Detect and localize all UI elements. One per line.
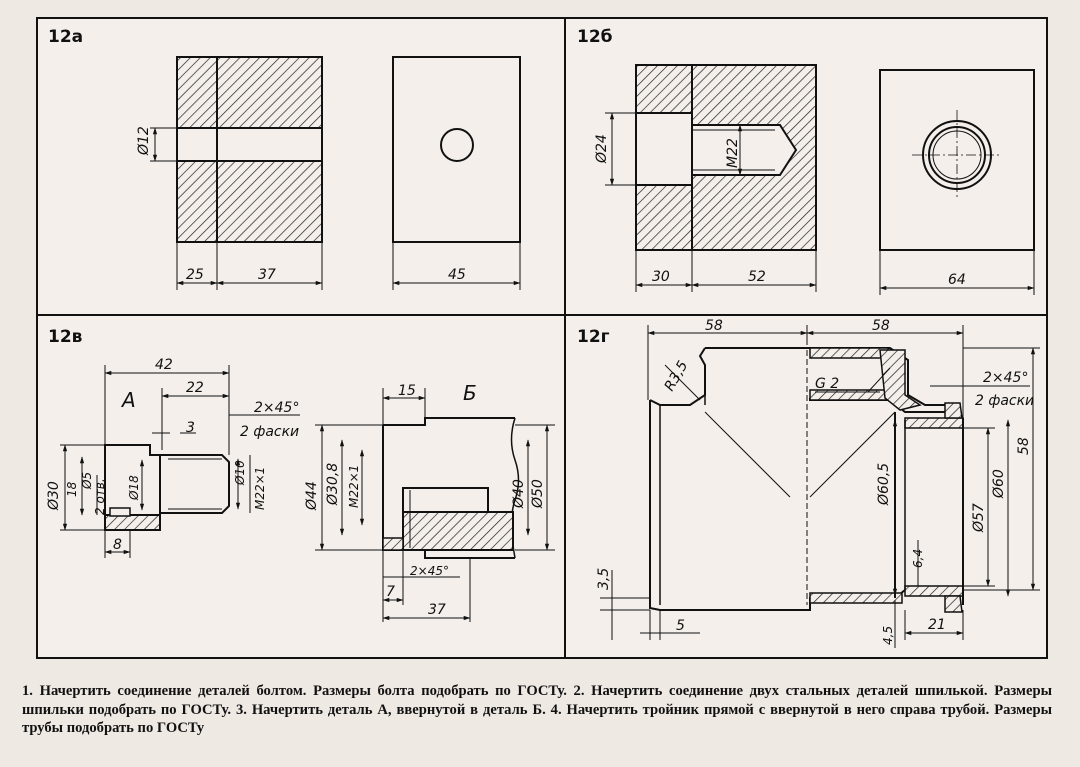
dim-58-left: 58 [705, 318, 723, 334]
dim-d5: Ø5 [80, 472, 94, 490]
dim-3-5: 3,5 [596, 568, 612, 590]
dim-37-b: 37 [428, 602, 446, 618]
dim-25: 25 [186, 267, 204, 283]
dim-58-right: 58 [872, 318, 890, 334]
dim-d40: Ø40 [511, 479, 527, 509]
dim-m22x1-a: M22×1 [253, 467, 267, 510]
plate-plan-view [392, 56, 521, 243]
faski-g: 2 фаски [975, 393, 1034, 409]
panel-label-12g: 12г [577, 327, 610, 347]
panel-12v: 12в А 42 22 3 2×45° 2 фаски Ø30 18 Ø5 2 … [46, 327, 555, 622]
chamfer-b: 2×45° [410, 564, 449, 578]
dim-18-a: 18 [65, 481, 79, 497]
panel-12b: 12б M22 Ø24 30 52 64 [577, 27, 1035, 295]
dim-22: 22 [186, 380, 204, 396]
dim-d24: Ø24 [594, 134, 610, 164]
panel-12a: 12а Ø12 25 37 45 [48, 27, 521, 290]
dim-d50: Ø50 [530, 479, 546, 509]
thread-g2: G 2 [815, 376, 839, 392]
dim-45: 45 [448, 267, 466, 283]
dim-d30-8: Ø30,8 [325, 463, 341, 506]
dim-6-4: 6,4 [911, 549, 925, 568]
dim-m22: M22 [725, 138, 741, 168]
dim-d30-a: Ø30 [46, 481, 62, 511]
dim-7: 7 [386, 584, 395, 600]
dim-15: 15 [398, 383, 416, 399]
bolt-hole [176, 127, 323, 162]
dim-8: 8 [113, 537, 122, 553]
dim-52: 52 [748, 269, 766, 285]
dim-d10: Ø10 [233, 460, 247, 486]
dim-2-holes: 2 отв. [93, 478, 107, 515]
threaded-hole [691, 124, 798, 176]
dim-d57: Ø57 [971, 503, 987, 533]
panel-label-12v: 12в [48, 327, 83, 347]
dim-d44: Ø44 [304, 481, 320, 511]
dim-3: 3 [186, 420, 195, 436]
dim-42: 42 [155, 357, 173, 373]
dim-d60-5: Ø60,5 [876, 463, 892, 506]
dim-4-5: 4,5 [881, 626, 895, 645]
faski-a: 2 фаски [240, 424, 299, 440]
dim-m22x1-b: M22×1 [347, 465, 361, 508]
caption-text: 1. Начертить соединение деталей болтом. … [22, 683, 1052, 736]
part-b-label: Б [463, 381, 477, 405]
hole-circle [440, 128, 474, 162]
part-a-label: А [120, 388, 136, 412]
dim-d12: Ø12 [136, 126, 152, 156]
dim-21: 21 [928, 617, 946, 633]
dim-5: 5 [676, 618, 685, 634]
dim-30: 30 [652, 269, 670, 285]
dim-37: 37 [258, 267, 276, 283]
task-caption: 1. Начертить соединение деталей болтом. … [22, 682, 1052, 738]
panel-12g: 12г 58 58 R3,5 G 2 2×45° [577, 318, 1040, 648]
dim-64: 64 [948, 272, 966, 288]
panel-label-12b: 12б [577, 27, 613, 47]
panel-label-12a: 12а [48, 27, 83, 47]
dim-58-vertical: 58 [1016, 437, 1032, 455]
chamfer-a: 2×45° [254, 400, 299, 416]
upper-hole [635, 112, 693, 186]
dim-d18-a: Ø18 [127, 475, 141, 501]
chamfer-g: 2×45° [983, 370, 1028, 386]
part-b-section [402, 511, 514, 551]
dim-d60: Ø60 [991, 469, 1007, 499]
